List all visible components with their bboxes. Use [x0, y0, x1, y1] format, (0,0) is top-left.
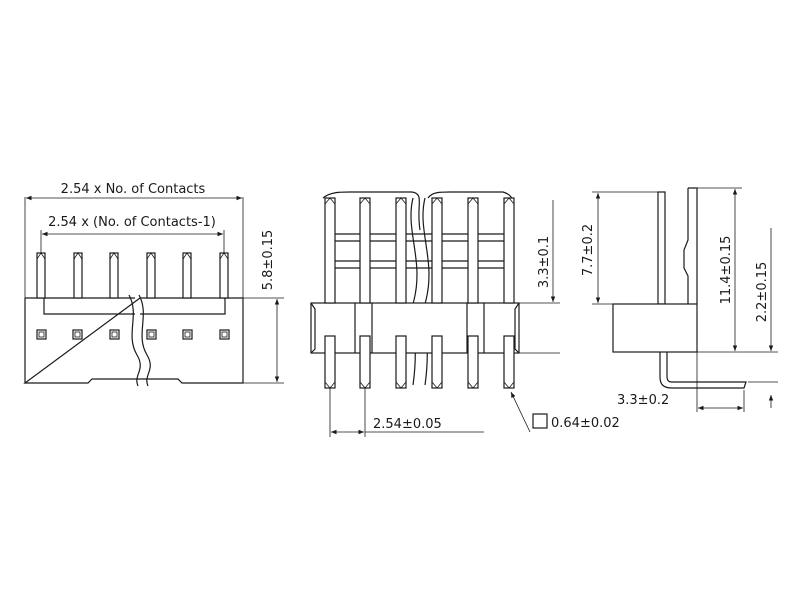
dim-pitch-tolerance: 2.54±0.05 [373, 417, 442, 432]
dim-height-front: 5.8±0.15 [261, 230, 276, 291]
dim-pin-height-mid: 3.3±0.1 [537, 236, 552, 288]
square-pin-symbol [532, 413, 548, 429]
dim-side-height-lower: 2.2±0.15 [755, 262, 770, 323]
front-pins [36, 252, 229, 299]
dim-side-height-upper: 7.7±0.2 [581, 224, 596, 276]
dim-pitch-minus-one: 2.54 x (No. of Contacts-1) [48, 215, 216, 230]
side-view: 7.7±0.2 11.4±0.15 2.2±0.15 3.3±0.2 [581, 187, 778, 412]
dim-side-height-total: 11.4±0.15 [719, 236, 734, 305]
rear-upper-pins [324, 197, 515, 304]
rear-view: 3.3±0.1 2.54±0.05 0.64±0.02 [310, 191, 620, 437]
front-contact-windows [36, 329, 230, 340]
dim-side-foot-length: 3.3±0.2 [617, 393, 669, 408]
dim-pin-square: 0.64±0.02 [551, 416, 620, 431]
dim-pitch-total: 2.54 x No. of Contacts [61, 182, 206, 197]
front-view: 2.54 x No. of Contacts 2.54 x (No. of Co… [23, 182, 284, 387]
